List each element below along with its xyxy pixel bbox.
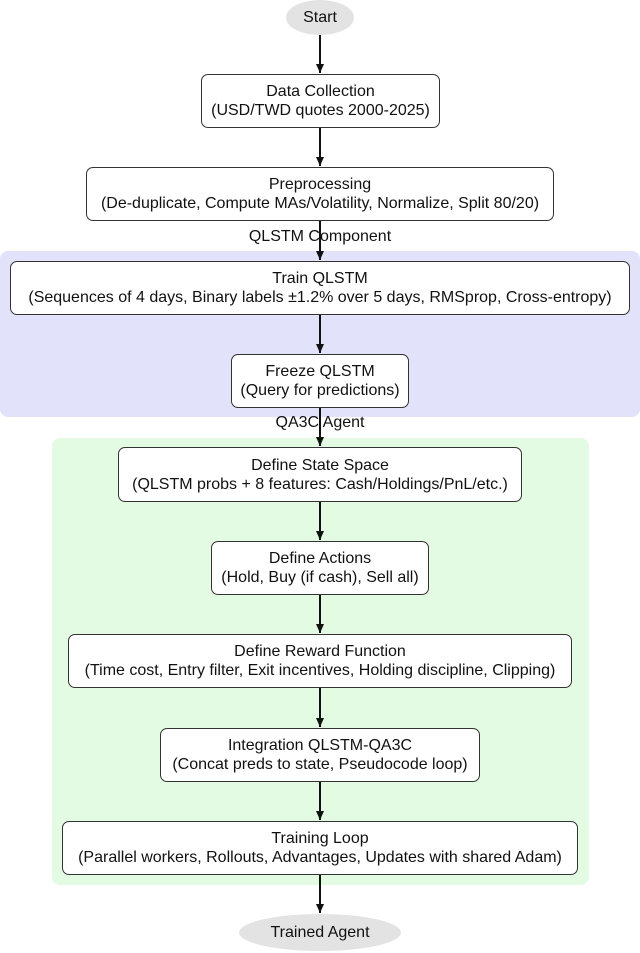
- preprocessing-title: Preprocessing: [268, 176, 372, 193]
- define-state-node: Define State Space (QLSTM probs + 8 feat…: [118, 447, 522, 502]
- training-loop-detail: (Parallel workers, Rollouts, Advantages,…: [78, 849, 562, 866]
- freeze-qlstm-title: Freeze QLSTM: [265, 363, 375, 380]
- freeze-qlstm-node: Freeze QLSTM (Query for predictions): [231, 354, 409, 408]
- start-label: Start: [303, 8, 337, 26]
- end-node: Trained Agent: [239, 914, 401, 951]
- freeze-qlstm-detail: (Query for predictions): [240, 382, 400, 399]
- qlstm-component-label: QLSTM Component: [248, 228, 392, 245]
- define-state-detail: (QLSTM probs + 8 features: Cash/Holdings…: [132, 475, 508, 493]
- define-actions-detail: (Hold, Buy (if cash), Sell all): [221, 569, 419, 586]
- data-collection-node: Data Collection (USD/TWD quotes 2000-202…: [201, 74, 440, 128]
- define-state-title: Define State Space: [251, 456, 389, 474]
- qa3c-agent-label: QA3C Agent: [275, 414, 365, 431]
- integration-title: Integration QLSTM-QA3C: [227, 737, 413, 754]
- define-actions-title: Define Actions: [268, 550, 372, 567]
- training-loop-node: Training Loop (Parallel workers, Rollout…: [62, 821, 578, 875]
- train-qlstm-detail: (Sequences of 4 days, Binary labels ±1.2…: [28, 289, 612, 306]
- data-collection-title: Data Collection: [266, 83, 375, 100]
- preprocessing-node: Preprocessing (De-duplicate, Compute MAs…: [86, 167, 554, 221]
- train-qlstm-node: Train QLSTM (Sequences of 4 days, Binary…: [10, 261, 630, 315]
- train-qlstm-title: Train QLSTM: [272, 270, 368, 287]
- training-loop-title: Training Loop: [271, 830, 369, 847]
- preprocessing-detail: (De-duplicate, Compute MAs/Volatility, N…: [100, 195, 540, 212]
- integration-node: Integration QLSTM-QA3C (Concat preds to …: [160, 728, 480, 782]
- start-node: Start: [286, 0, 354, 35]
- define-reward-detail: (Time cost, Entry filter, Exit incentive…: [84, 662, 556, 679]
- data-collection-detail: (USD/TWD quotes 2000-2025): [211, 102, 430, 119]
- integration-detail: (Concat preds to state, Pseudocode loop): [172, 756, 468, 773]
- define-reward-node: Define Reward Function (Time cost, Entry…: [68, 634, 572, 688]
- define-reward-title: Define Reward Function: [234, 643, 406, 660]
- define-actions-node: Define Actions (Hold, Buy (if cash), Sel…: [211, 541, 429, 595]
- end-label: Trained Agent: [270, 923, 370, 941]
